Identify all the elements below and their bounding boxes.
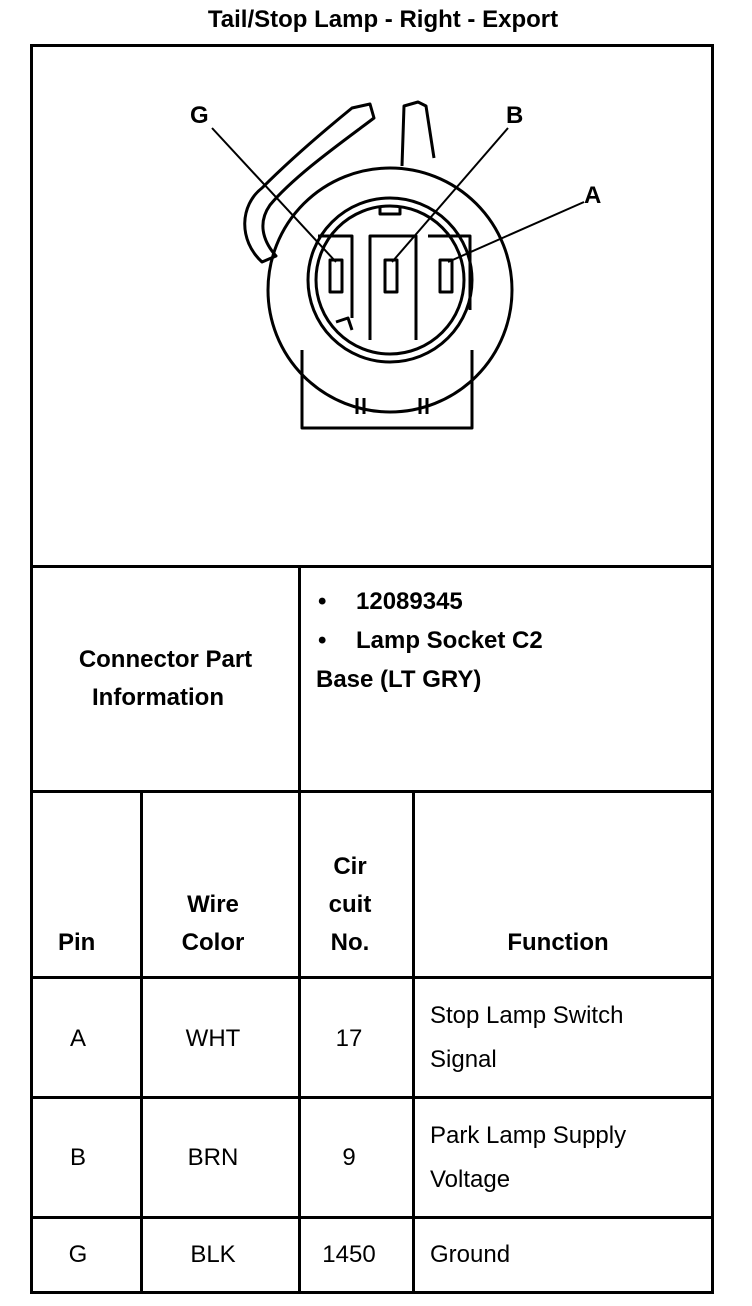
- row-a-function-line2: Signal: [430, 1046, 497, 1073]
- connector-diagram: [211, 100, 585, 430]
- header-wire-color-line2: Color: [181, 929, 245, 956]
- row-b-circuit: 9: [342, 1144, 356, 1171]
- row-b-wire-color: BRN: [187, 1144, 239, 1171]
- pin-g-terminal: [328, 258, 344, 294]
- pin-label-b: B: [506, 102, 524, 129]
- divider: [30, 565, 714, 568]
- connector-info-bullet: •Lamp Socket C2: [318, 627, 543, 654]
- row-a-pin: A: [69, 1025, 86, 1052]
- connector-inner-ring: [306, 196, 474, 364]
- page-title: Tail/Stop Lamp - Right - Export: [207, 6, 559, 33]
- row-b-pin: B: [69, 1144, 86, 1171]
- header-circuit-line2: cuit: [328, 891, 372, 918]
- connector-outer-ring: [266, 166, 514, 414]
- divider: [30, 1291, 714, 1294]
- divider: [140, 790, 143, 1294]
- row-a-wire-color: WHT: [185, 1025, 241, 1052]
- pin-b-leader: [391, 127, 509, 263]
- connector-info-label-line1: Connector Part: [78, 646, 253, 673]
- header-wire-color-line1: Wire: [187, 891, 239, 918]
- terminal-cavities: [318, 234, 472, 340]
- pin-label-a: A: [584, 182, 602, 209]
- divider: [412, 790, 415, 1294]
- pin-g-leader: [211, 127, 337, 263]
- divider: [30, 976, 714, 979]
- divider: [30, 1096, 714, 1099]
- header-pin: Pin: [58, 929, 96, 956]
- part-description: Lamp Socket C2: [356, 627, 543, 654]
- header-circuit-line3: No.: [330, 929, 370, 956]
- pin-a-leader: [447, 201, 585, 263]
- divider: [298, 565, 301, 1294]
- part-description-continuation: Base (LT GRY): [316, 666, 482, 693]
- row-g-circuit: 1450: [322, 1241, 376, 1268]
- pin-label-g: G: [190, 102, 209, 129]
- divider: [30, 790, 714, 793]
- connector-table-frame: [30, 44, 714, 1294]
- row-b-function-line2: Voltage: [430, 1166, 511, 1193]
- row-g-function-line1: Ground: [430, 1241, 511, 1268]
- header-circuit-line1: Cir: [333, 853, 367, 880]
- header-function: Function: [507, 929, 609, 956]
- connector-latch: [243, 102, 376, 264]
- part-number: 12089345: [356, 588, 463, 615]
- connector-info-bullet: •12089345: [318, 588, 463, 615]
- row-a-function-line1: Stop Lamp Switch: [430, 1002, 624, 1029]
- connector-body: [300, 350, 474, 430]
- row-g-pin: G: [68, 1241, 88, 1268]
- row-a-circuit: 17: [335, 1025, 363, 1052]
- pin-a-terminal: [438, 258, 454, 294]
- divider: [30, 1216, 714, 1219]
- pin-b-terminal: [383, 258, 399, 294]
- row-b-function-line1: Park Lamp Supply: [430, 1122, 627, 1149]
- row-g-wire-color: BLK: [190, 1241, 236, 1268]
- connector-info-label-line2: Information: [92, 684, 224, 711]
- connector-key-tab: [400, 100, 436, 167]
